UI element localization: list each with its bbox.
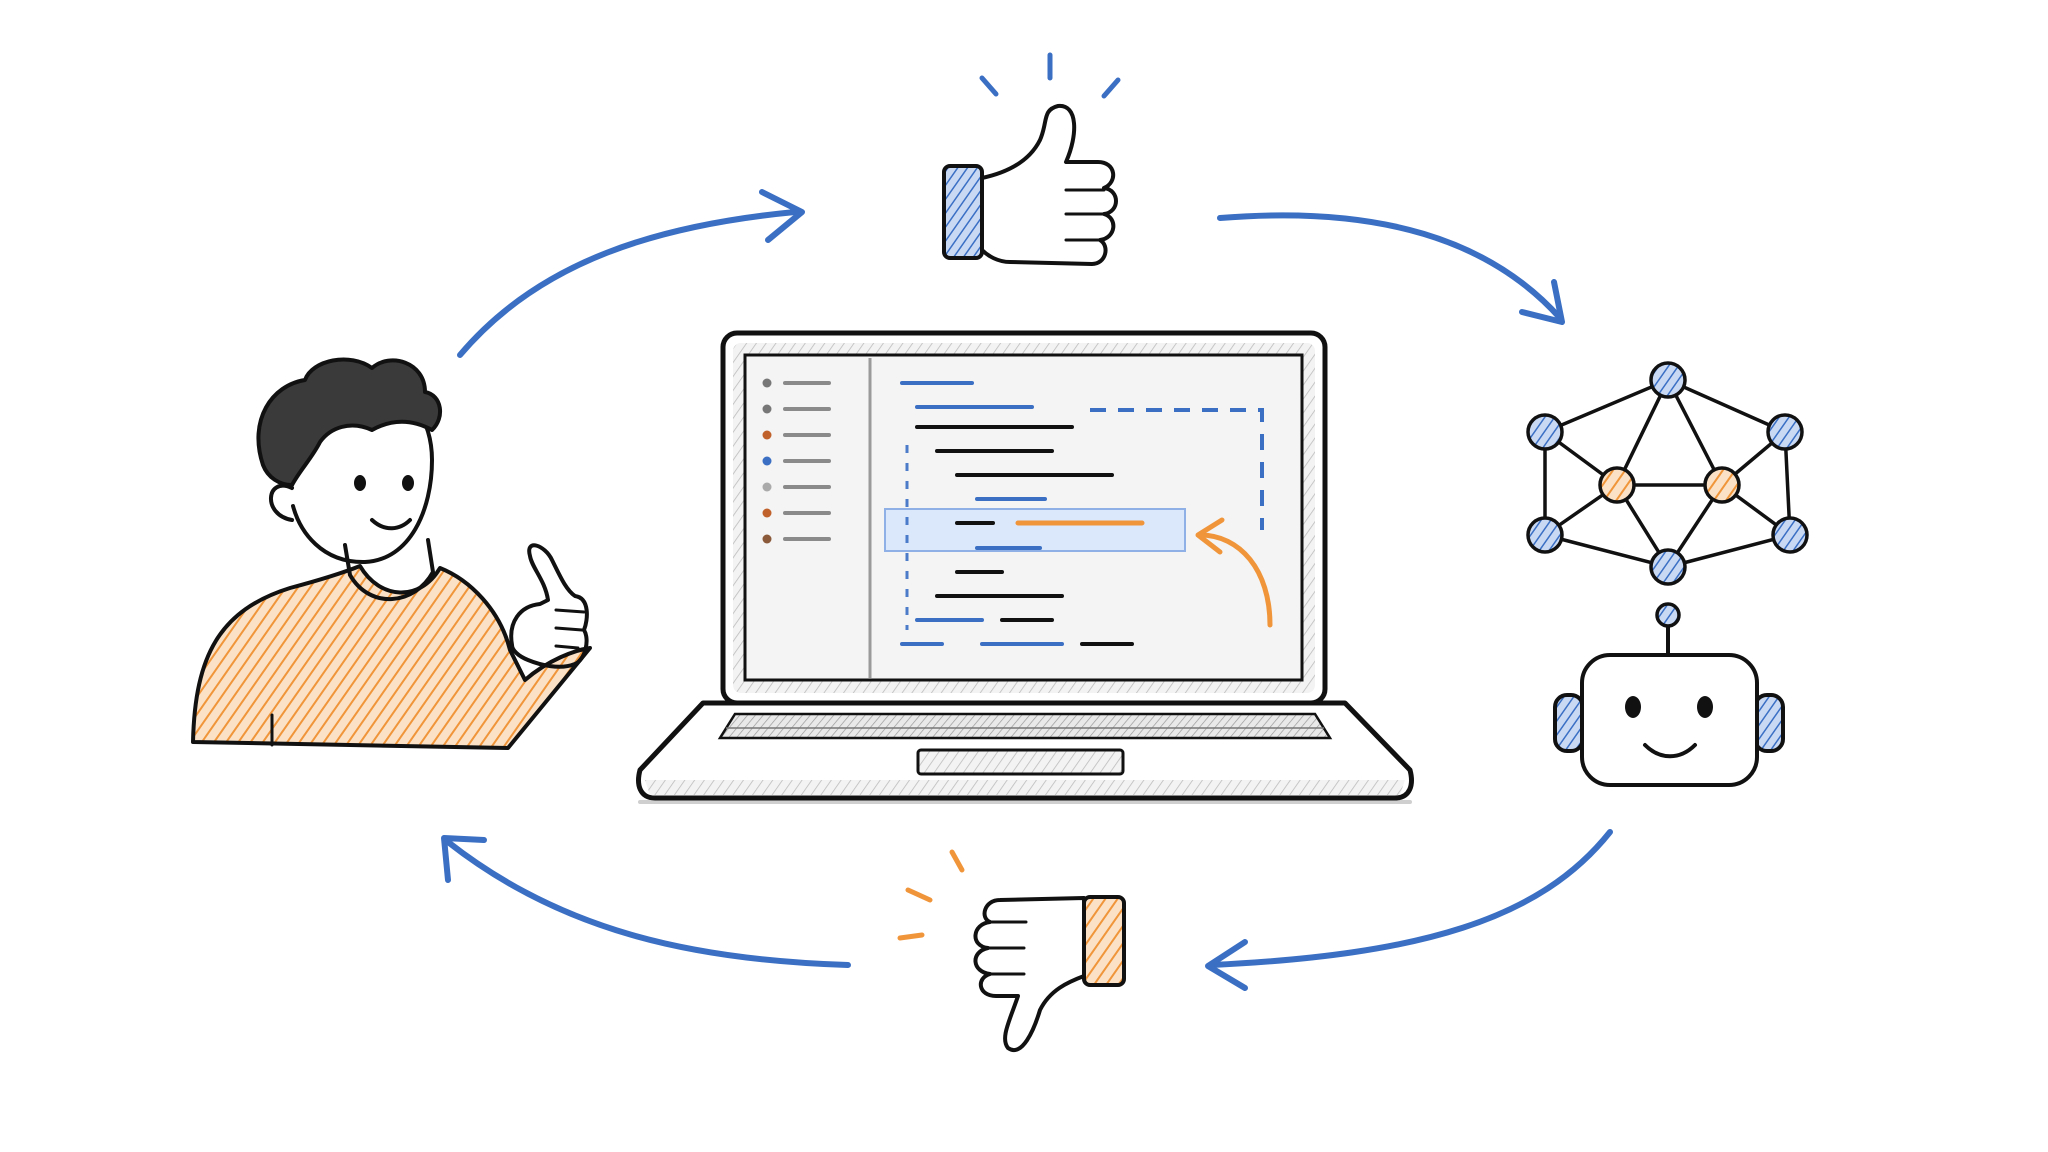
network-node	[1526, 516, 1564, 554]
thumbs-down-icon	[897, 849, 1126, 1052]
network-node	[1766, 413, 1804, 451]
network-node	[1598, 466, 1636, 504]
sidebar-row	[762, 508, 831, 518]
robot-ear-left	[1553, 693, 1585, 753]
sidebar-row	[762, 378, 831, 388]
network-node	[1771, 516, 1809, 554]
network-node	[1703, 466, 1741, 504]
person-sweater	[191, 564, 592, 750]
arrow-person-to-thumbs-up	[457, 189, 805, 358]
sidebar-dot	[762, 534, 772, 544]
laptop-trackpad	[916, 748, 1125, 776]
sidebar-row	[762, 534, 831, 544]
thumbs-up-cuff	[942, 164, 984, 260]
network-node	[1649, 361, 1687, 399]
arrow-thumbs-up-to-network	[1217, 212, 1565, 325]
laptop-icon	[636, 330, 1414, 804]
sidebar-dot	[762, 508, 772, 518]
robot-icon	[1553, 602, 1785, 787]
neural-network-icon	[1526, 361, 1809, 586]
thumbs-down-cuff	[1082, 895, 1126, 987]
person-thumbs-up-icon	[191, 357, 592, 750]
sidebar-dot	[762, 456, 772, 466]
sidebar-row	[762, 430, 831, 440]
laptop-keyboard	[717, 712, 1333, 740]
robot-ear-right	[1753, 693, 1785, 753]
sidebar-row	[762, 456, 831, 466]
robot-head	[1580, 653, 1759, 787]
sidebar-dot	[762, 482, 772, 492]
code-highlight	[884, 508, 1186, 552]
sidebar-row	[762, 482, 831, 492]
sidebar-dot	[762, 430, 772, 440]
arrow-robot-to-thumbs-down	[1205, 829, 1613, 991]
arrow-thumbs-down-to-person	[441, 835, 851, 968]
thumbs-up-icon	[942, 52, 1121, 266]
code-editor	[884, 381, 1273, 646]
sidebar-row	[762, 404, 831, 414]
network-node	[1649, 548, 1687, 586]
person-hair	[256, 357, 442, 487]
person-hand	[509, 543, 589, 669]
sidebar-dot	[762, 404, 772, 414]
network-node	[1526, 413, 1564, 451]
sidebar-dot	[762, 378, 772, 388]
editor-sidebar	[762, 378, 831, 544]
